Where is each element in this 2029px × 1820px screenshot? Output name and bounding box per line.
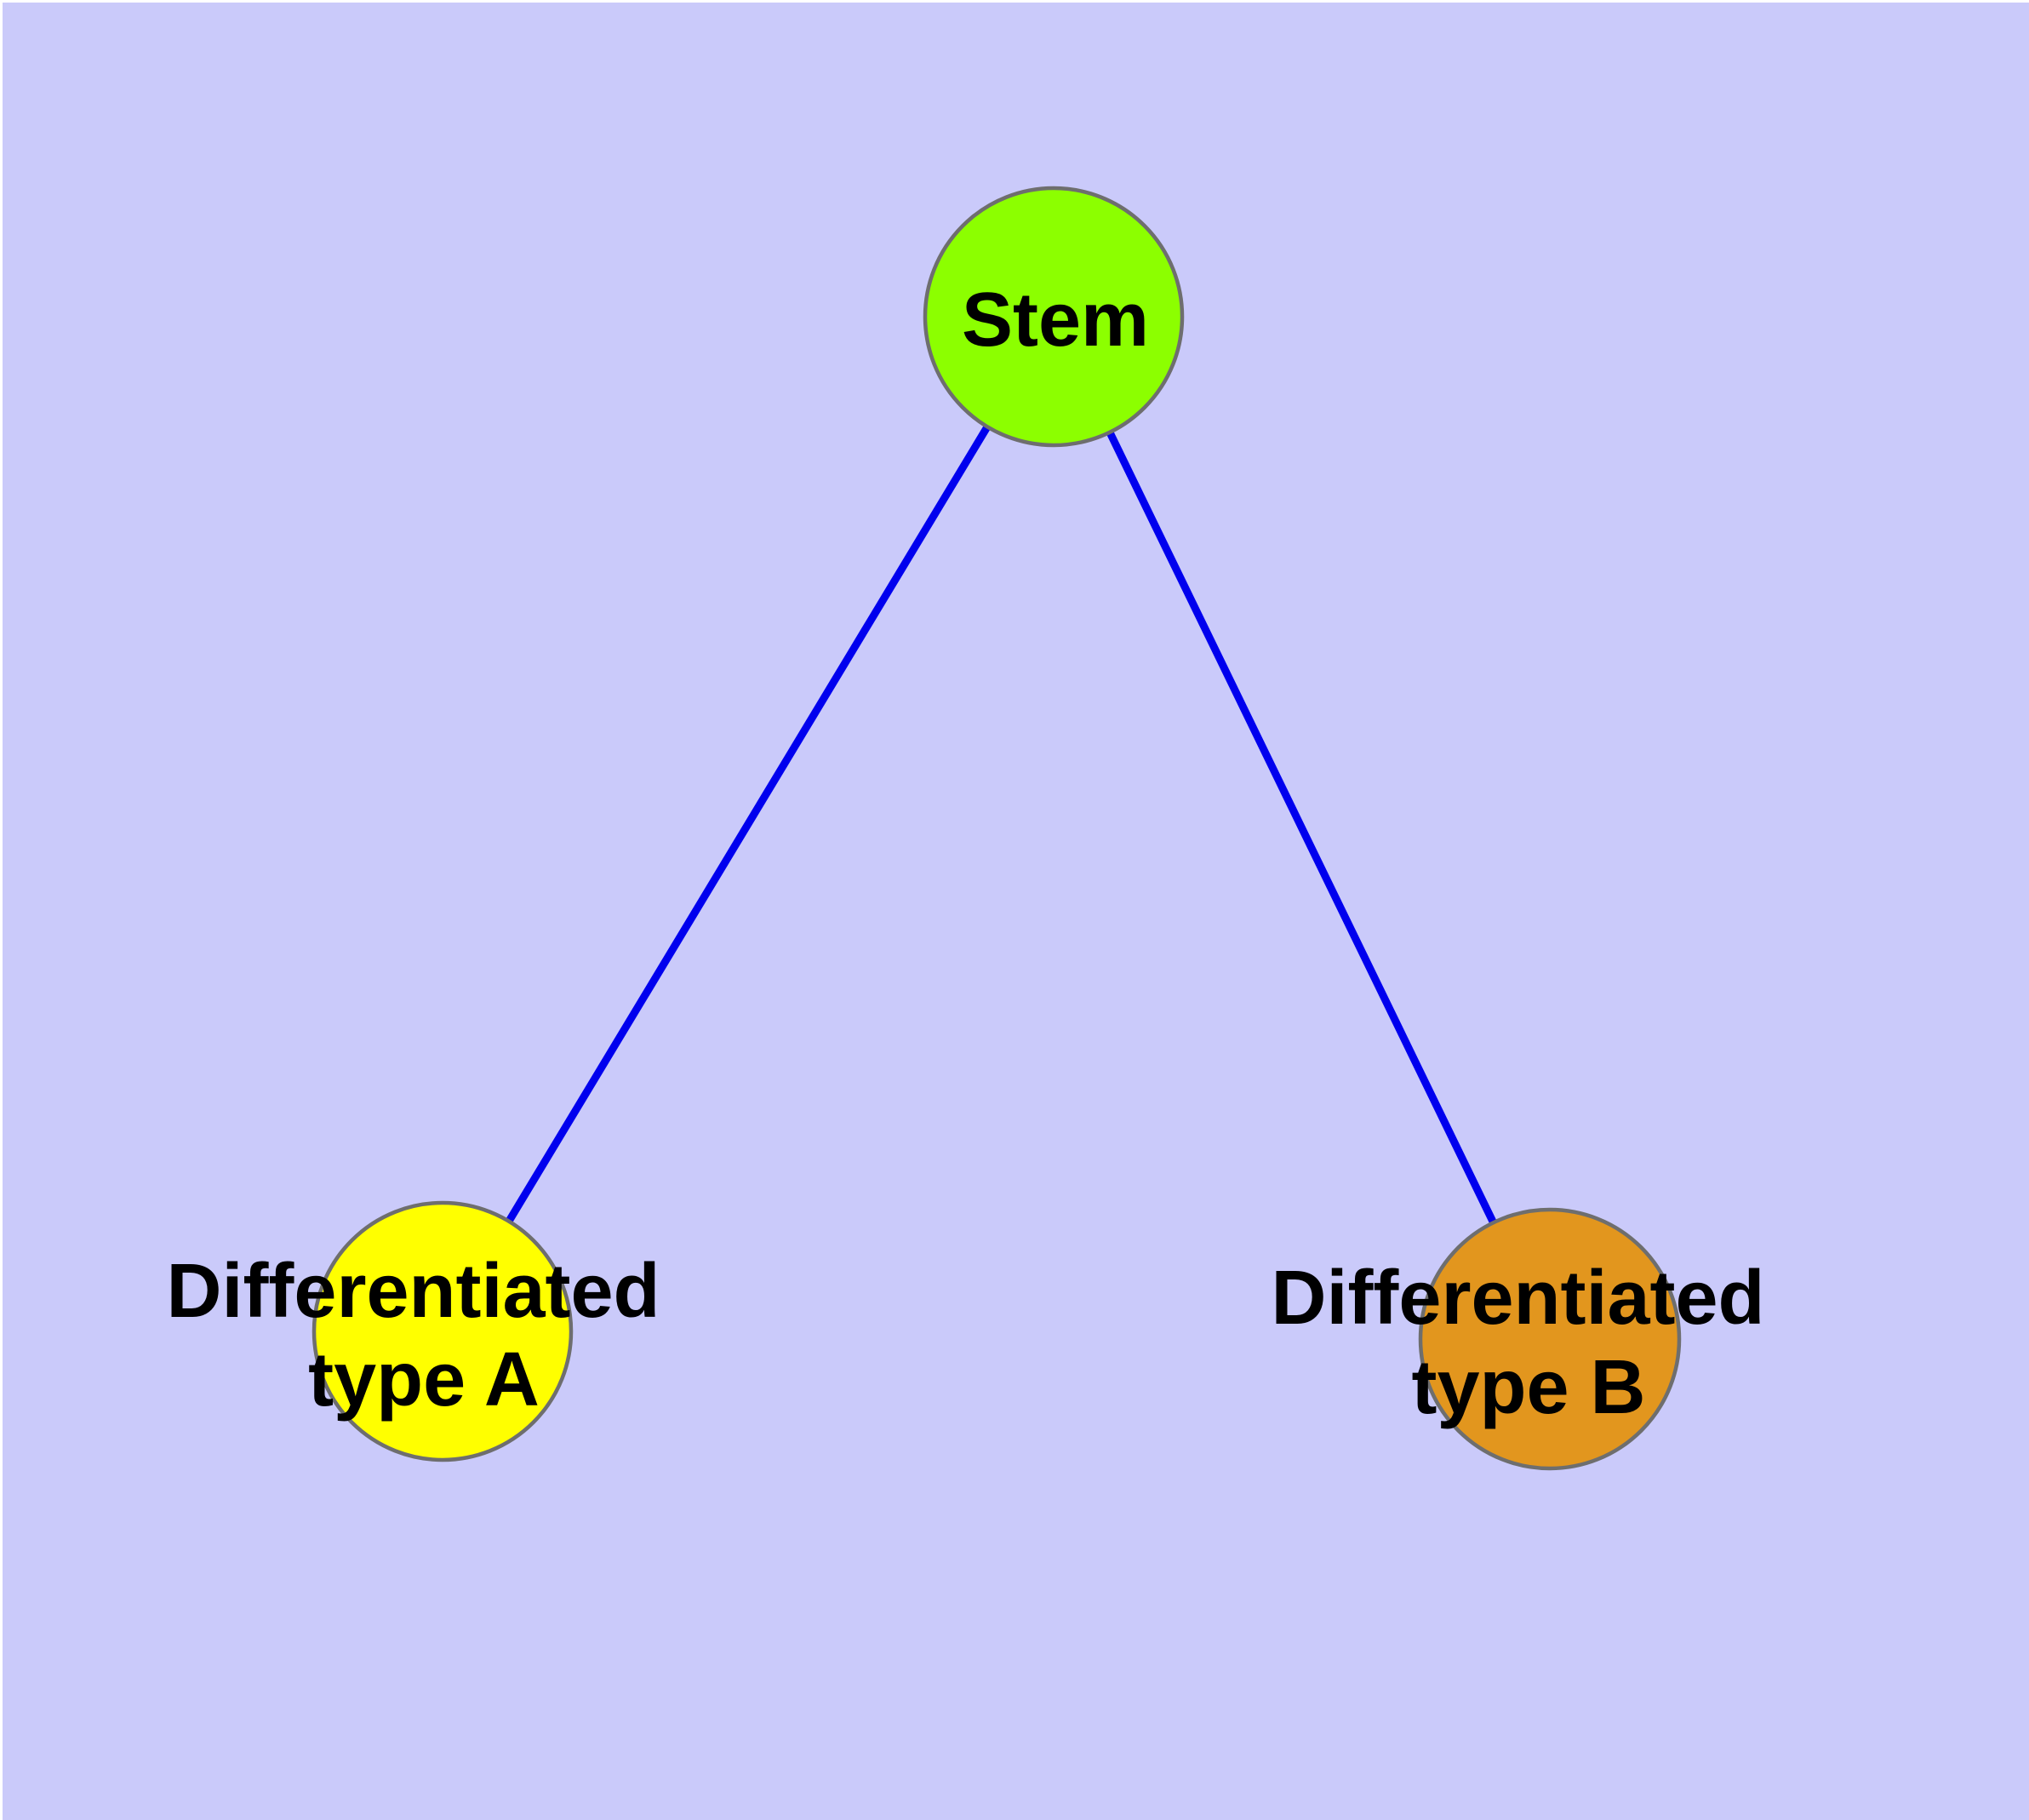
node-differentiated-type-a-label: Differentiated type A [166, 1249, 681, 1422]
edge-stem-to-type-a [439, 314, 1057, 1334]
node-stem-circle [923, 186, 1185, 448]
label-line: Stem [962, 278, 1149, 363]
node-differentiated-type-a-circle [311, 1200, 574, 1462]
node-differentiated-type-a [311, 1200, 574, 1462]
label-line: type B [1411, 1345, 1645, 1430]
label-line: Differentiated [166, 1249, 660, 1334]
node-differentiated-type-b-circle [1418, 1207, 1682, 1471]
node-stem-label: Stem [962, 278, 1149, 363]
node-stem [923, 186, 1185, 448]
node-differentiated-type-b [1418, 1207, 1682, 1471]
node-differentiated-type-b-label: Differentiated type B [1271, 1256, 1786, 1430]
edge-stem-to-type-b [1049, 315, 1554, 1341]
label-line: type A [308, 1337, 540, 1422]
label-line: Differentiated [1271, 1256, 1764, 1341]
